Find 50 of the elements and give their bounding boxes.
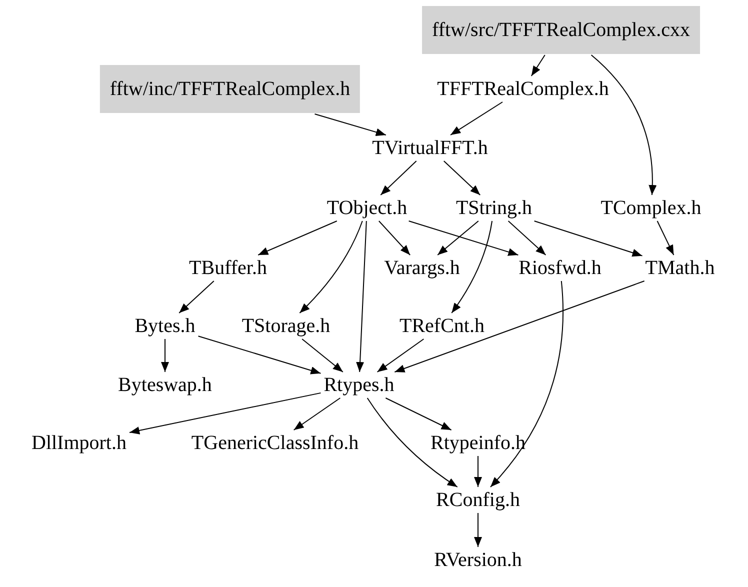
arrow	[378, 220, 411, 256]
arrow	[198, 336, 322, 374]
arrow	[437, 220, 479, 256]
arrow	[293, 398, 341, 430]
file-label: Riosfwd.h	[518, 256, 602, 280]
file-label: Rtypeinfo.h	[430, 431, 526, 455]
arrow	[376, 338, 424, 372]
arrow	[590, 54, 656, 196]
file-label: Bytes.h	[134, 314, 196, 338]
arrow	[474, 512, 482, 548]
file-label: TObject.h	[326, 196, 408, 220]
arrow	[443, 160, 481, 196]
arrow	[451, 220, 493, 314]
file-label: TVirtualFFT.h	[371, 136, 489, 160]
arrow	[508, 220, 546, 256]
arrow	[314, 114, 386, 136]
arrow	[450, 102, 503, 136]
file-label: RVersion.h	[433, 548, 523, 572]
file-label: TString.h	[454, 196, 534, 220]
file-label: Varargs.h	[383, 256, 461, 280]
arrow	[161, 338, 169, 372]
file-label: DllImport.h	[30, 431, 128, 455]
file-label: TBuffer.h	[188, 256, 268, 280]
arrow	[408, 220, 519, 256]
file-label: RConfig.h	[435, 488, 521, 512]
arrow	[258, 220, 338, 256]
arrow	[474, 456, 482, 488]
arrow	[534, 220, 643, 257]
arrow	[356, 220, 367, 372]
arrow	[302, 338, 344, 372]
file-label: Byteswap.h	[117, 373, 213, 397]
arrow	[394, 280, 645, 372]
arrow	[129, 392, 322, 434]
arrow	[530, 54, 546, 76]
arrow	[366, 398, 458, 488]
arrow	[380, 160, 417, 196]
arrow	[299, 220, 363, 314]
file-label: TRefCnt.h	[398, 314, 486, 338]
arrow	[490, 280, 564, 488]
arrow	[385, 398, 452, 430]
arrow	[656, 220, 674, 256]
arrow	[178, 280, 214, 314]
file-label: Rtypes.h	[322, 373, 396, 397]
file-label: TComplex.h	[600, 196, 702, 220]
file-label: TStorage.h	[240, 314, 332, 338]
file-box: fftw/inc/TFFTRealComplex.h	[100, 65, 360, 113]
file-label: TFFTRealComplex.h	[436, 77, 610, 101]
file-label: TGenericClassInfo.h	[190, 431, 360, 455]
file-label: TMath.h	[644, 256, 716, 280]
file-box: fftw/src/TFFTRealComplex.cxx	[422, 6, 700, 54]
